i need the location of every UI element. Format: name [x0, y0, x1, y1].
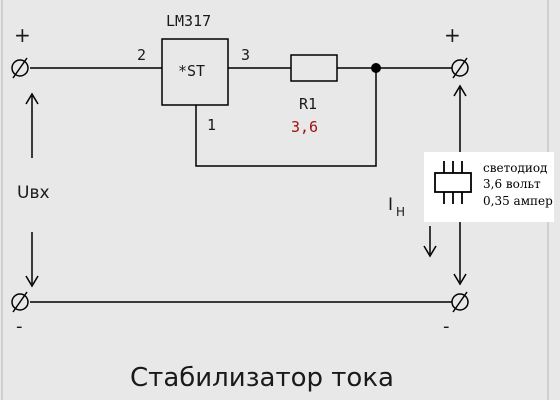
terminal-input-minus [11, 291, 29, 313]
terminal-output-minus [451, 291, 469, 313]
input-plus-sign: + [14, 23, 31, 47]
regulator-pin-adj: 1 [207, 116, 216, 134]
led-note-background [424, 152, 554, 222]
input-voltage-down-arrow [25, 232, 39, 288]
load-current-subscript: Н [396, 205, 405, 219]
regulator-block [161, 38, 229, 106]
input-voltage-up-arrow [25, 92, 39, 158]
terminal-input-plus [11, 57, 29, 79]
regulator-pin-in: 2 [137, 46, 146, 64]
load-current-arrow [423, 226, 437, 258]
resistor-name: R1 [299, 95, 317, 113]
led-note-panel: светодиод 3,6 вольт 0,35 ампер [424, 152, 554, 222]
led-note-line3: 0,35 ампер [483, 194, 553, 208]
wire-adj-feedback [195, 68, 377, 167]
regulator-name: LM317 [166, 12, 211, 30]
input-voltage-label: Uвх [17, 183, 50, 203]
load-current-label: I [388, 195, 393, 215]
resistor-value: 3,6 [291, 118, 318, 136]
output-down-arrow [453, 222, 467, 286]
output-minus-sign: - [443, 316, 450, 337]
regulator-body-label: *ST [178, 62, 205, 80]
regulator-pin-out: 3 [241, 46, 250, 64]
diagram-caption: Стабилизатор тока [130, 363, 394, 393]
output-plus-sign: + [444, 23, 461, 47]
resistor-r1 [290, 54, 338, 82]
terminal-output-plus [451, 57, 469, 79]
led-note-line1: светодиод [483, 161, 547, 175]
led-note-line2: 3,6 вольт [483, 177, 541, 191]
input-minus-sign: - [16, 316, 23, 337]
output-up-arrow [453, 84, 467, 152]
led-icon [434, 161, 472, 204]
